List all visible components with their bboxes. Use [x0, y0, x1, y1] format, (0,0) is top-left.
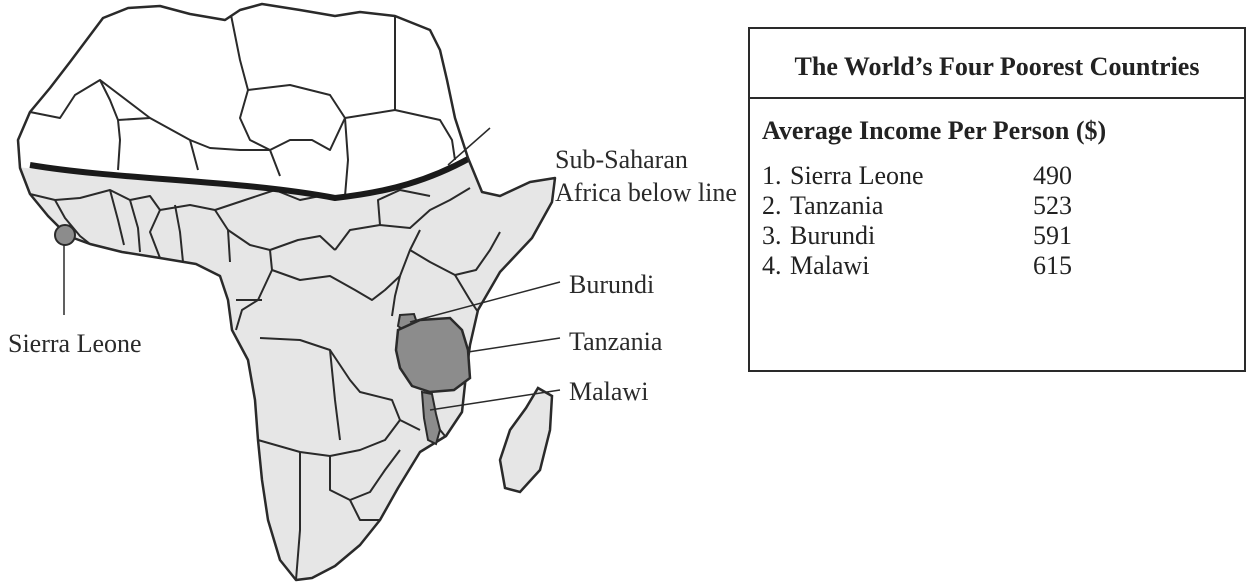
row-value: 490 [1033, 161, 1072, 190]
malawi-label: Malawi [569, 377, 649, 406]
table-row: 4. Malawi 615 [762, 251, 1244, 281]
sub-saharan-label: Sub-Saharan Africa below line [555, 145, 737, 207]
row-value: 615 [1033, 251, 1072, 280]
table-divider [750, 97, 1244, 99]
row-country: Tanzania [790, 191, 884, 220]
table-rows: 1. Sierra Leone 490 2. Tanzania 523 3. B… [762, 161, 1244, 281]
row-rank: 1. [762, 161, 782, 190]
row-rank: 2. [762, 191, 782, 220]
leader-lines [63, 127, 561, 411]
tanzania-label: Tanzania [569, 327, 663, 356]
row-rank: 3. [762, 221, 782, 250]
table-title: The World’s Four Poorest Countries [794, 52, 1200, 81]
sierra-leone-label: Sierra Leone [8, 329, 142, 358]
row-country: Malawi [790, 251, 870, 280]
row-country: Sierra Leone [790, 161, 924, 190]
tanzania-highlight [394, 316, 472, 394]
malawi-highlight [420, 390, 442, 446]
row-value: 523 [1033, 191, 1072, 220]
row-value: 591 [1033, 221, 1072, 250]
burundi-label: Burundi [569, 270, 655, 299]
row-rank: 4. [762, 251, 782, 280]
madagascar [498, 386, 554, 494]
sierra-leone-highlight [54, 224, 76, 246]
table-row: 2. Tanzania 523 [762, 191, 1244, 221]
table-subtitle: Average Income Per Person ($) [762, 116, 1107, 145]
africa-map [16, 2, 561, 582]
row-country: Burundi [790, 221, 876, 250]
sub-saharan-line [29, 155, 472, 202]
table-row: 1. Sierra Leone 490 [762, 161, 1244, 191]
poorest-countries-table: The World’s Four Poorest Countries Avera… [748, 27, 1246, 372]
country-borders [29, 9, 501, 580]
table-row: 3. Burundi 591 [762, 221, 1244, 251]
